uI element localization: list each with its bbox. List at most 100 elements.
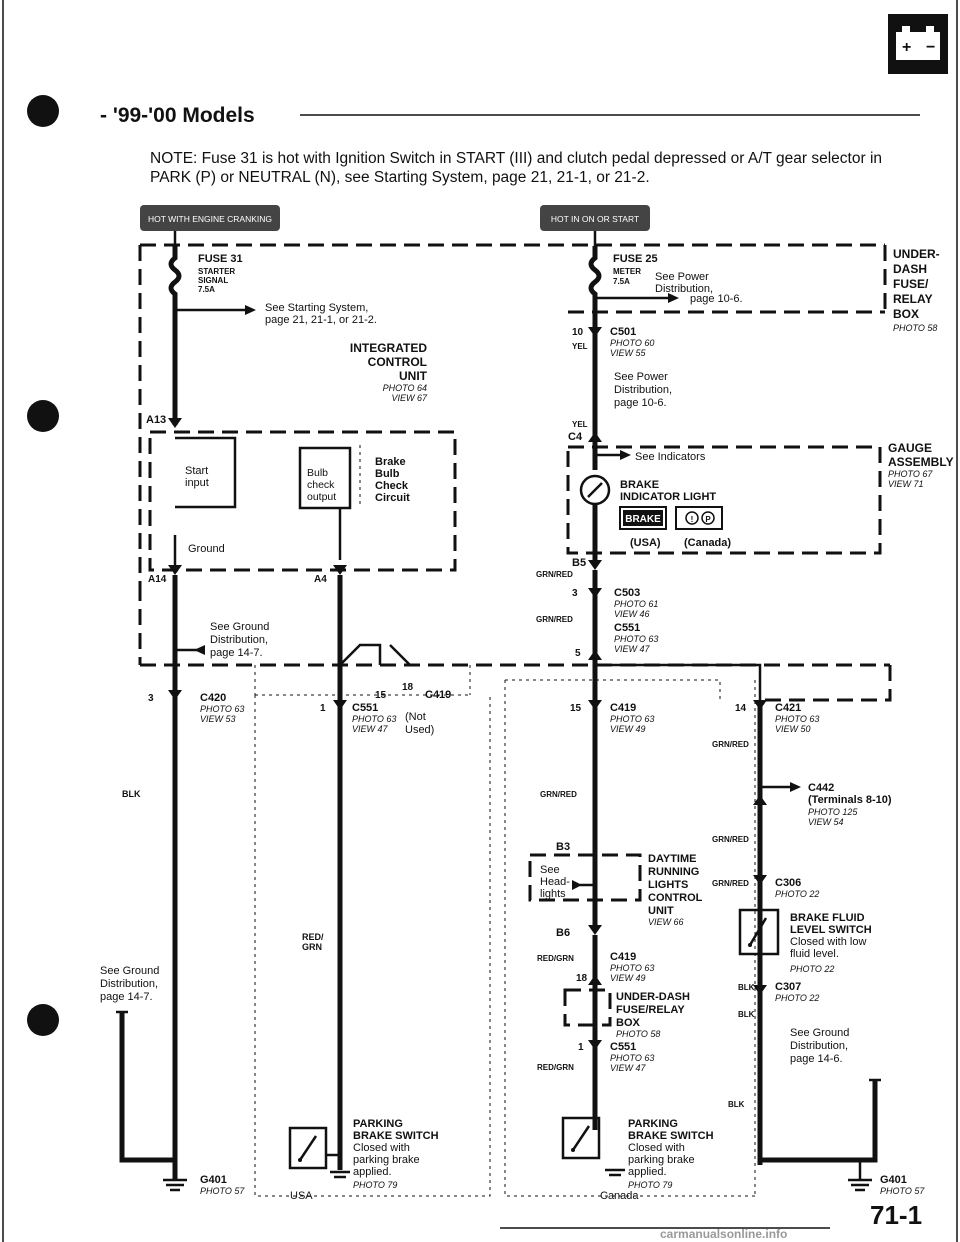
battery-icon: + − (888, 14, 948, 74)
svg-text:PHOTO 64: PHOTO 64 (383, 383, 427, 393)
svg-text:C501: C501 (610, 326, 636, 338)
c501-label: C501 PHOTO 60 VIEW 55 (610, 326, 654, 358)
ground-ref-mid-3: page 14-7. (210, 647, 263, 659)
svg-text:C419: C419 (610, 702, 636, 714)
c551-left-label: C551 PHOTO 63 VIEW 47 (352, 702, 396, 734)
svg-text:PHOTO 60: PHOTO 60 (610, 338, 654, 348)
svg-text:VIEW 53: VIEW 53 (200, 714, 236, 724)
svg-text:C551: C551 (352, 702, 378, 714)
svg-text:FUSE 31: FUSE 31 (198, 253, 243, 265)
svg-text:ASSEMBLY: ASSEMBLY (888, 455, 954, 469)
svg-text:PHOTO 63: PHOTO 63 (610, 714, 654, 724)
fuse25-ref-3: page 10-6. (690, 293, 743, 305)
svg-text:RUNNING: RUNNING (648, 866, 699, 878)
fuse25-ref-1: See Power (655, 271, 709, 283)
pin-c4: C4 (568, 431, 583, 443)
svg-text:Closed with low: Closed with low (790, 936, 866, 948)
svg-text:3: 3 (148, 693, 154, 704)
svg-text:VIEW 47: VIEW 47 (352, 724, 389, 734)
svg-text:DASH: DASH (893, 262, 927, 276)
svg-text:YEL: YEL (572, 342, 588, 351)
svg-text:1: 1 (578, 1042, 584, 1053)
svg-text:PHOTO 22: PHOTO 22 (790, 964, 834, 974)
parking-brake-switch-canada: PARKING BRAKE SWITCH Closed with parking… (561, 1116, 714, 1190)
c503-label: C503 PHOTO 61 VIEW 46 (614, 587, 658, 619)
svg-text:PARKING: PARKING (628, 1118, 678, 1130)
c419-b6-pin: 18 (576, 973, 588, 984)
svg-text:PHOTO 67: PHOTO 67 (888, 469, 933, 479)
g401-left-ground-icon (163, 1178, 187, 1192)
svg-text:Closed with: Closed with (353, 1142, 410, 1154)
c551-top-label: C551 PHOTO 63 VIEW 47 (614, 622, 658, 654)
svg-text:input: input (185, 477, 209, 489)
wire-grn-red-1: GRN/RED (536, 570, 573, 579)
icu-box: INTEGRATED CONTROL UNIT PHOTO 64 VIEW 67… (148, 341, 457, 572)
svg-text:VIEW 47: VIEW 47 (614, 644, 651, 654)
g401-right-ground-icon (848, 1178, 872, 1192)
svg-text:parking brake: parking brake (353, 1154, 420, 1166)
fuse31-ref-2: page 21, 21-1, or 21-2. (265, 314, 377, 326)
svg-text:VIEW 49: VIEW 49 (610, 724, 646, 734)
svg-text:parking brake: parking brake (628, 1154, 695, 1166)
gauge-assembly-box: GAUGE ASSEMBLY PHOTO 67 VIEW 71 (566, 441, 954, 555)
ground-ref-right-2: Distribution, (790, 1040, 848, 1052)
c419-b6-label: C419 PHOTO 63 VIEW 49 (610, 951, 654, 983)
svg-text:C420: C420 (200, 692, 226, 704)
pin-a13: A13 (146, 414, 166, 426)
svg-text:PHOTO 63: PHOTO 63 (200, 704, 244, 714)
g401-left-photo: PHOTO 57 (200, 1186, 245, 1196)
wire-blk-left: BLK (122, 789, 141, 799)
svg-text:LIGHTS: LIGHTS (648, 879, 688, 891)
ground-ref-right-1: See Ground (790, 1027, 849, 1039)
usa-label: (USA) (630, 537, 661, 549)
pin-a4: A4 (314, 574, 327, 585)
binder-hole-middle (27, 400, 59, 432)
c442-label: C442 (Terminals 8-10) PHOTO 125 VIEW 54 (808, 782, 892, 827)
brake-symbol-usa-text: BRAKE (625, 514, 661, 525)
g401-right: G401 (880, 1174, 907, 1186)
svg-text:UNIT: UNIT (648, 905, 674, 917)
svg-text:C503: C503 (614, 587, 640, 599)
wire-blk-right-1: BLK (738, 983, 755, 992)
c501-ref-1: See Power (614, 371, 668, 383)
svg-text:UNIT: UNIT (399, 369, 428, 383)
svg-text:VIEW 47: VIEW 47 (610, 1063, 647, 1073)
svg-text:BOX: BOX (893, 307, 919, 321)
svg-text:VIEW 66: VIEW 66 (648, 917, 684, 927)
svg-text:METER: METER (613, 267, 641, 276)
svg-text:VIEW 50: VIEW 50 (775, 724, 811, 734)
c419-right-label: C419 PHOTO 63 VIEW 49 (610, 702, 654, 734)
svg-text:PHOTO 58: PHOTO 58 (893, 323, 937, 333)
ground-ref-left-1: See Ground (100, 965, 159, 977)
svg-text:PHOTO 63: PHOTO 63 (775, 714, 819, 724)
svg-text:PHOTO 22: PHOTO 22 (775, 993, 819, 1003)
c419-mid-pin18: 18 (402, 682, 414, 693)
note-line-2: PARK (P) or NEUTRAL (N), see Starting Sy… (150, 169, 650, 186)
pin-b6: B6 (556, 927, 570, 939)
svg-text:See: See (540, 864, 560, 876)
svg-text:DAYTIME: DAYTIME (648, 853, 697, 865)
svg-text:PHOTO 63: PHOTO 63 (614, 634, 658, 644)
fuse-31: FUSE 31 STARTER SIGNAL 7.5A (168, 246, 243, 310)
hot-cranking-tag (140, 205, 280, 231)
g401-right-photo: PHOTO 57 (880, 1186, 925, 1196)
pin-b5: B5 (572, 557, 586, 569)
svg-text:Closed with: Closed with (628, 1142, 685, 1154)
c501-ref-2: Distribution, (614, 384, 672, 396)
svg-text:PHOTO 63: PHOTO 63 (352, 714, 396, 724)
svg-text:FUSE/RELAY: FUSE/RELAY (616, 1004, 685, 1016)
c419-mid-pin15: 15 (375, 690, 387, 701)
svg-text:PHOTO 63: PHOTO 63 (610, 1053, 654, 1063)
binder-hole-bottom (27, 1004, 59, 1036)
svg-text:Head-: Head- (540, 876, 570, 888)
wire-grn-red-3: GRN/RED (540, 790, 577, 799)
svg-text:Start: Start (185, 465, 208, 477)
svg-text:Circuit: Circuit (375, 492, 410, 504)
svg-text:PHOTO 79: PHOTO 79 (628, 1180, 672, 1190)
hot-on-start-tag-label: HOT IN ON OR START (551, 214, 639, 224)
svg-text:VIEW 71: VIEW 71 (888, 479, 924, 489)
svg-text:P: P (705, 515, 711, 524)
svg-text:lights: lights (540, 888, 566, 900)
pin-a14: A14 (148, 574, 167, 585)
